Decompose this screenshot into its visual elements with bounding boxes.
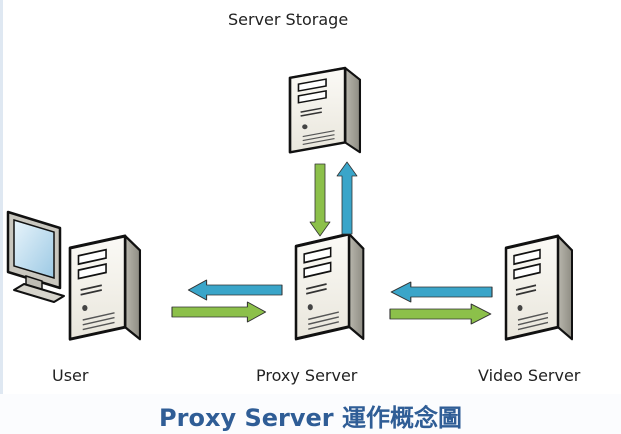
edge-proxy-to-user — [187, 279, 283, 301]
edge-storage-to-proxy — [309, 163, 331, 237]
right-arrow-icon — [389, 303, 492, 325]
node-storage — [288, 66, 362, 154]
left-border — [0, 0, 3, 434]
down-arrow-icon — [309, 163, 331, 237]
node-video — [504, 234, 574, 341]
server-tower-icon — [68, 234, 142, 341]
server-tower-icon — [294, 232, 365, 341]
left-arrow-icon — [390, 281, 493, 303]
node-proxy — [294, 232, 365, 341]
user-label: User — [52, 366, 89, 385]
edge-proxy-to-storage — [336, 161, 358, 235]
desktop-monitor-icon — [6, 210, 66, 304]
node-user — [6, 210, 142, 341]
left-arrow-icon — [187, 279, 283, 301]
edge-video-to-proxy — [390, 281, 493, 303]
up-arrow-icon — [336, 161, 358, 235]
edge-user-to-proxy — [171, 301, 267, 323]
video-label: Video Server — [478, 366, 581, 385]
right-arrow-icon — [171, 301, 267, 323]
proxy-label: Proxy Server — [256, 366, 358, 385]
diagram-caption: Proxy Server 運作概念圖 — [159, 404, 462, 432]
server-tower-icon — [504, 234, 574, 341]
caption-band — [0, 394, 621, 434]
storage-label: Server Storage — [228, 10, 349, 29]
edge-proxy-to-video — [389, 303, 492, 325]
server-tower-icon — [288, 66, 362, 154]
